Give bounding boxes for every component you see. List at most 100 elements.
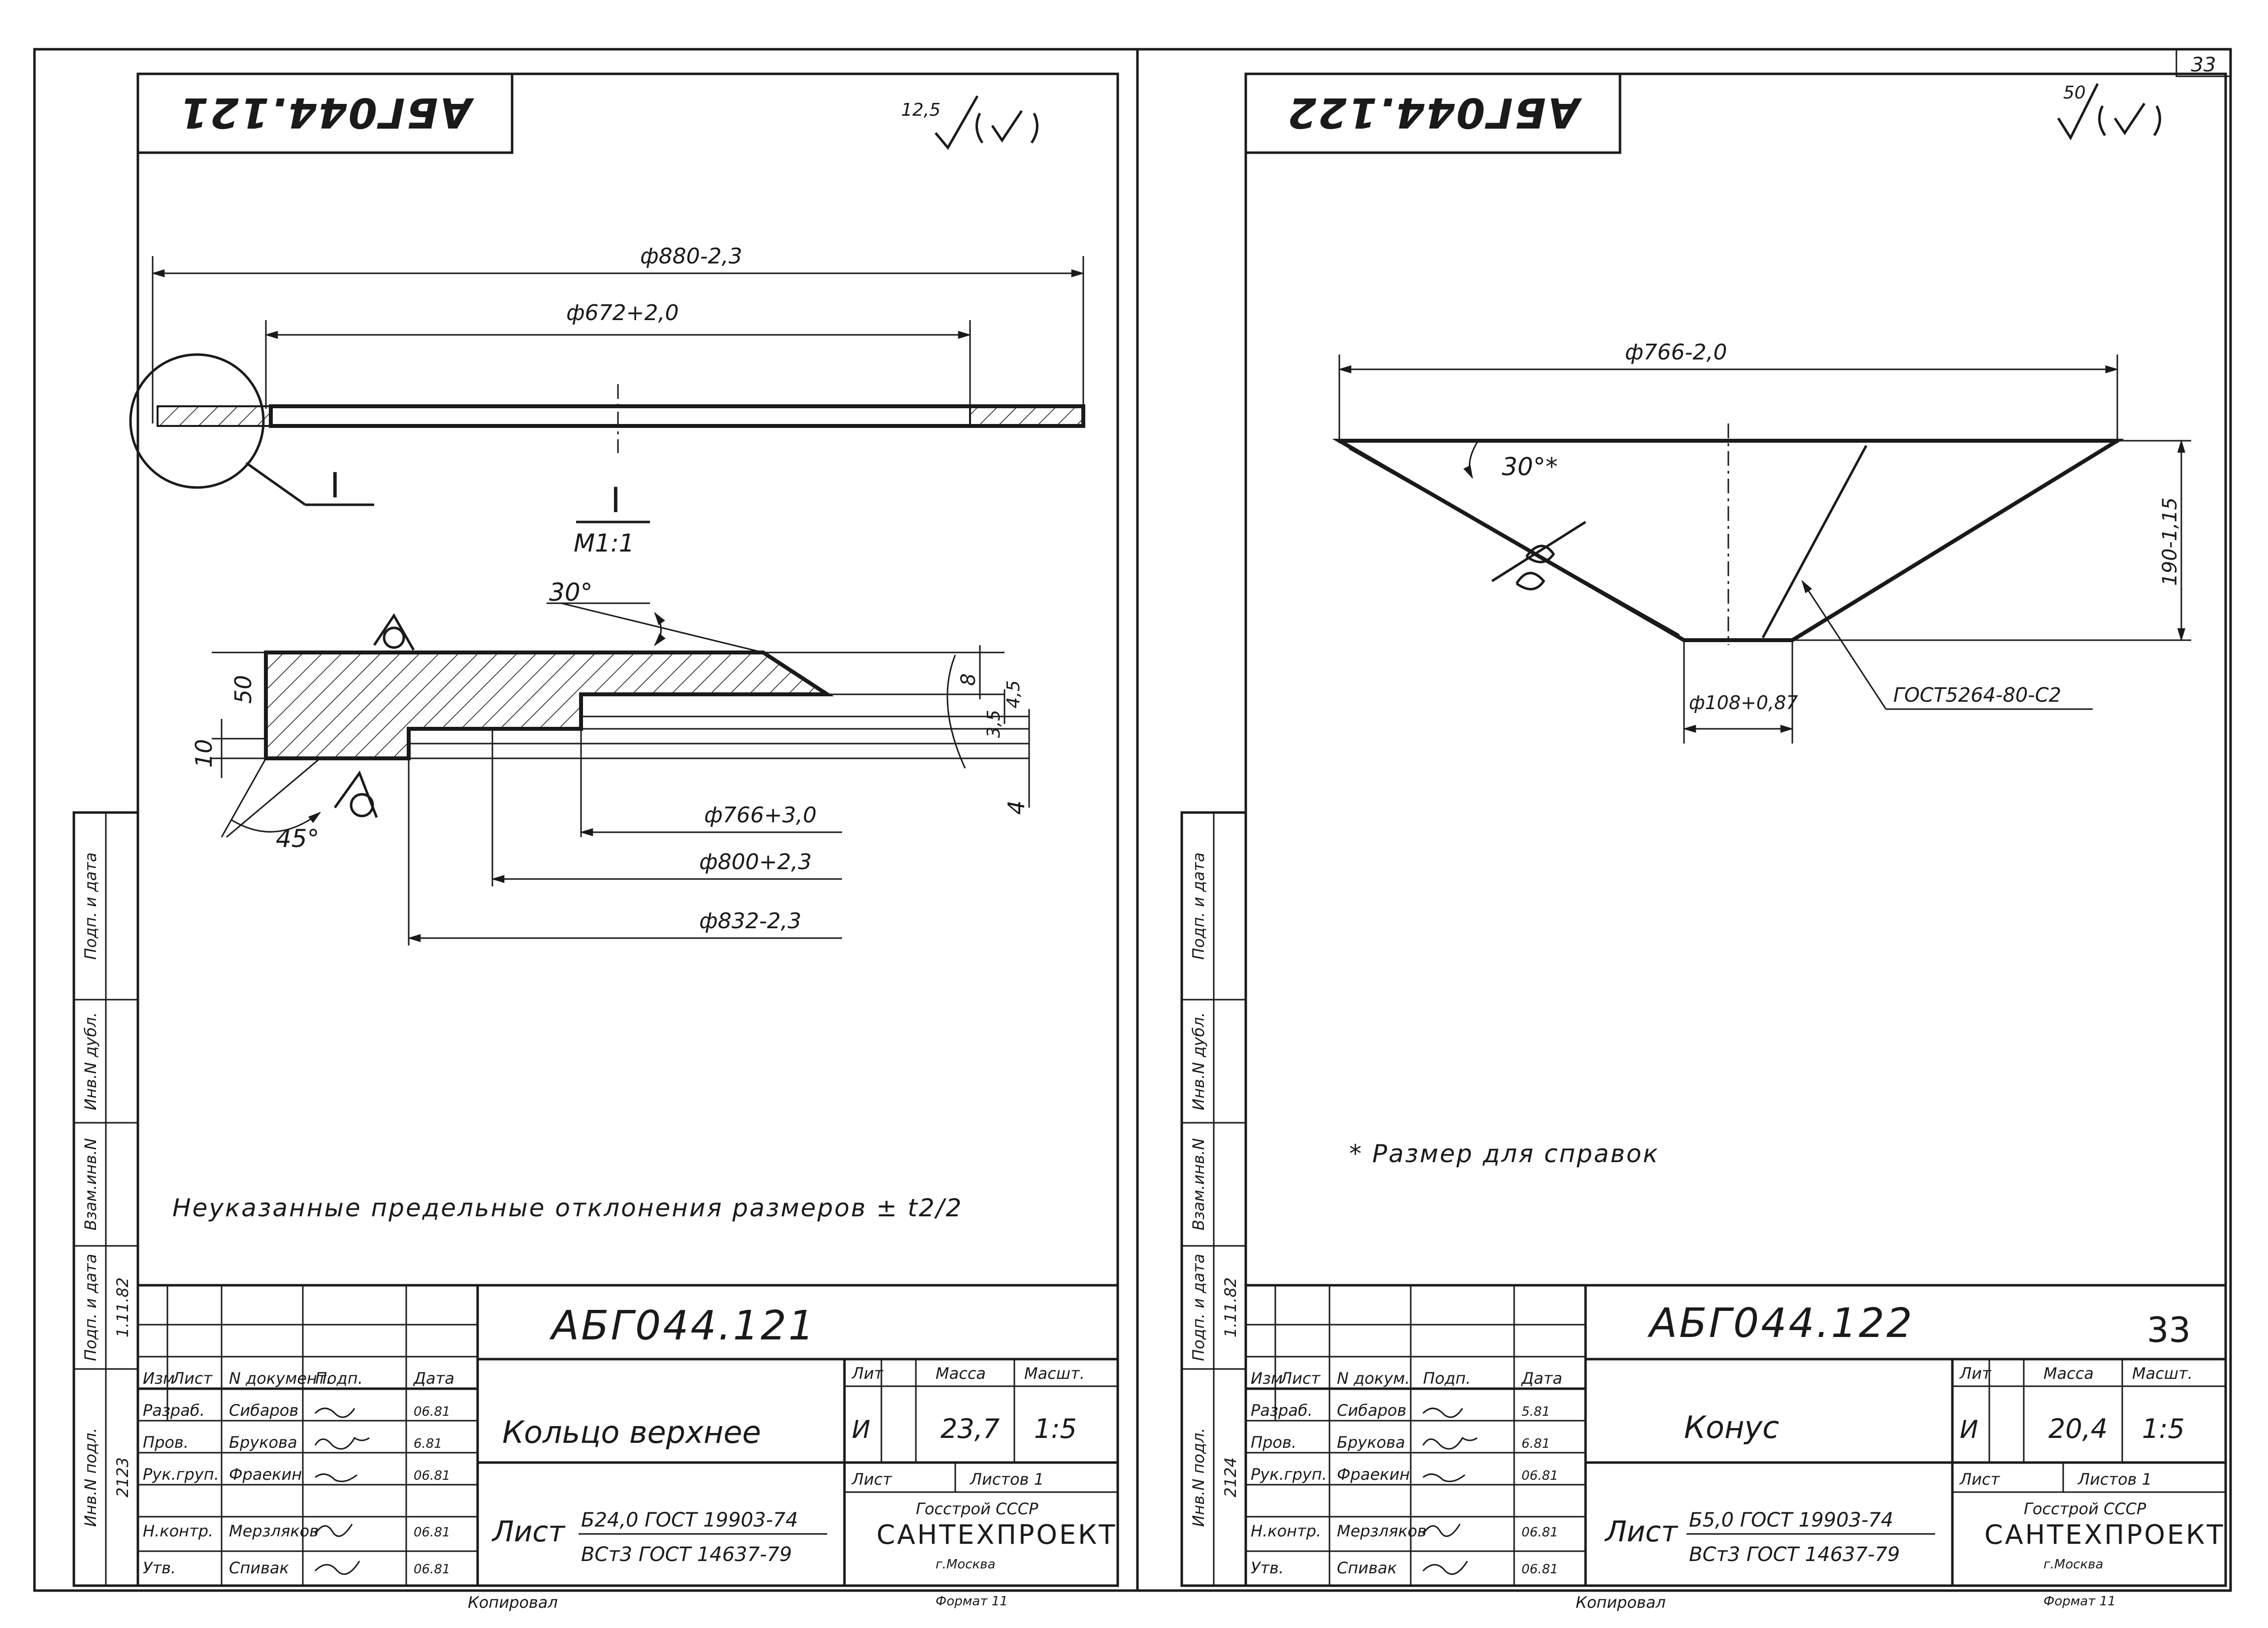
right-tb-sheet-number: 33 [2147,1310,2191,1350]
left-signature-2 [314,1436,370,1450]
left-tb-scale-label: Масшт. [1024,1364,1085,1383]
ring-plate-hatched-right [969,405,1084,427]
right-tb-role-1: Разраб. [1251,1401,1313,1420]
left-dim-4: 4 [1003,800,1030,814]
right-tb-material-label: Лист [1604,1515,1679,1548]
left-signature-5 [314,1561,360,1575]
left-strip-label-3: Взам.инв.N [81,1138,100,1231]
left-strip-label-2: Подп. и дата [81,1254,100,1361]
right-tb-mass-value: 20,4 [2048,1413,2107,1444]
left-strip-label-5: Подп. и дата [81,852,100,960]
right-signature-5 [1422,1561,1468,1575]
left-tb-org-3: г.Москва [936,1557,996,1572]
left-tb-lit-label: Лит [851,1364,884,1383]
left-tb-role-4: Н.контр. [143,1522,213,1540]
right-strip-label-3: Взам.инв.N [1189,1138,1208,1231]
left-dim-3-5: 3,5 [984,710,1004,738]
right-tb-person-3: Фраекин [1337,1465,1410,1484]
left-tb-date-1: 06.81 [414,1404,450,1419]
left-tb-col-doc: N документ. [229,1369,331,1388]
left-tb-org-2: САНТЕХПРОЕКТ [876,1519,1117,1550]
left-tb-col-sign: Подп. [315,1369,363,1388]
right-tb-role-3: Рук.груп. [1251,1465,1327,1484]
right-note: * Размер для справок [1349,1140,1659,1168]
right-tb-scale-label: Масшт. [2132,1364,2193,1383]
left-signature-1 [314,1407,356,1418]
detail-circle-I [129,353,265,489]
left-tb-mass-label: Масса [936,1364,986,1383]
right-copied: Копировал [1576,1593,1666,1612]
right-tb-col-doc: N докум. [1337,1369,1410,1388]
left-tb-role-3: Рук.груп. [143,1465,219,1484]
left-roughness-symbol: 12,5 [901,95,1038,150]
right-tb-col-date: Дата [1521,1369,1562,1388]
right-signature-4 [1422,1524,1461,1537]
left-tb-col-date: Дата [413,1369,454,1388]
left-tb-col-list: Лист [172,1369,213,1388]
right-tb-person-1: Сибаров [1337,1401,1406,1420]
left-tb-org-1: Госстрой СССР [916,1499,1038,1518]
right-dim-190: 190-1,15 [2159,497,2181,586]
right-strip-inv: 2124 [1221,1457,1240,1497]
left-tb-role-5: Утв. [143,1559,176,1577]
left-tb-scale-value: 1:5 [1034,1413,1077,1444]
left-section-mark: I [611,480,621,521]
right-header-box [1244,72,1621,154]
right-tb-lit-label: Лит [1959,1364,1992,1383]
right-format: Формат 11 [2043,1594,2116,1609]
left-title-block: Изм Лист N документ. Подп. Дата Разраб. … [136,1284,1119,1587]
right-signature-2 [1422,1436,1478,1450]
right-roughness-value: 50 [2063,83,2086,103]
right-tb-sheets-label: Листов 1 [2077,1470,2152,1489]
left-copied: Копировал [468,1593,558,1612]
page-number: 33 [2191,54,2216,76]
right-strip-label-4: Инв.N дубл. [1189,1012,1208,1110]
left-tb-code: АБГ044.121 [549,1302,816,1349]
right-tb-date-4: 06.81 [1522,1525,1558,1540]
left-tb-sheets-label: Листов 1 [970,1470,1044,1489]
outer-frame [33,48,2232,1592]
right-strip-label-2: Подп. и дата [1189,1254,1208,1361]
page-number-box [2175,48,2232,77]
left-tb-sheet-label: Лист [851,1470,892,1489]
left-tb-material-2: ВСт3 ГОСТ 14637-79 [581,1543,792,1566]
right-tb-role-5: Утв. [1251,1559,1284,1577]
left-header-code: АБГ044.121 [178,89,474,137]
left-dim-8: 8 [957,673,980,685]
left-dim-672: ф672+2,0 [566,300,679,326]
left-detail-callout: I [330,465,340,506]
ring-plate-hatched-left [157,405,272,427]
right-tb-material-1: Б5,0 ГОСТ 19903-74 [1689,1509,1893,1531]
right-weld-spec: ГОСТ5264-80-С2 [1893,684,2061,707]
left-strip-label-1: Инв.N подл. [81,1428,100,1527]
left-tb-role-1: Разраб. [143,1401,205,1420]
right-tb-date-1: 5.81 [1522,1404,1550,1419]
left-tb-person-3: Фраекин [229,1465,302,1484]
left-tb-name: Кольцо верхнее [502,1414,761,1450]
right-roughness-symbol: 50 [2057,83,2161,141]
right-tb-person-2: Брукова [1337,1433,1405,1452]
right-tb-col-sign: Подп. [1423,1369,1471,1388]
left-tb-mass-value: 23,7 [940,1413,1000,1444]
left-section-scale: М1:1 [574,529,635,557]
left-dim-832: ф832-2,3 [699,909,801,934]
left-tb-col-izm: Изм [143,1369,175,1388]
left-tb-date-5: 06.81 [414,1562,450,1577]
right-tb-person-4: Мерзляков [1337,1522,1426,1540]
left-tb-date-3: 06.81 [414,1468,450,1483]
left-sheet: АБГ044.121 12,5 ф880-2,3 ф672+2,0 I I М1… [129,72,1119,1587]
ring-section-profile [264,651,834,760]
right-strip-label-5: Подп. и дата [1189,852,1208,960]
left-strip-date: 1.11.82 [113,1277,132,1337]
left-dim-50: 50 [230,675,257,704]
right-tb-mass-label: Масса [2043,1364,2094,1383]
right-tb-person-5: Спивак [1337,1559,1397,1577]
right-tb-org-3: г.Москва [2043,1557,2104,1572]
right-signature-3 [1423,1473,1465,1482]
right-tb-col-list: Лист [1280,1369,1321,1388]
left-header-box [136,72,514,154]
left-signature-3 [315,1473,357,1482]
right-title-block: Изм Лист N докум. Подп. Дата Разраб. Сиб… [1244,1284,2227,1587]
right-tb-date-5: 06.81 [1522,1562,1558,1577]
left-strip-inv: 2123 [113,1457,132,1497]
